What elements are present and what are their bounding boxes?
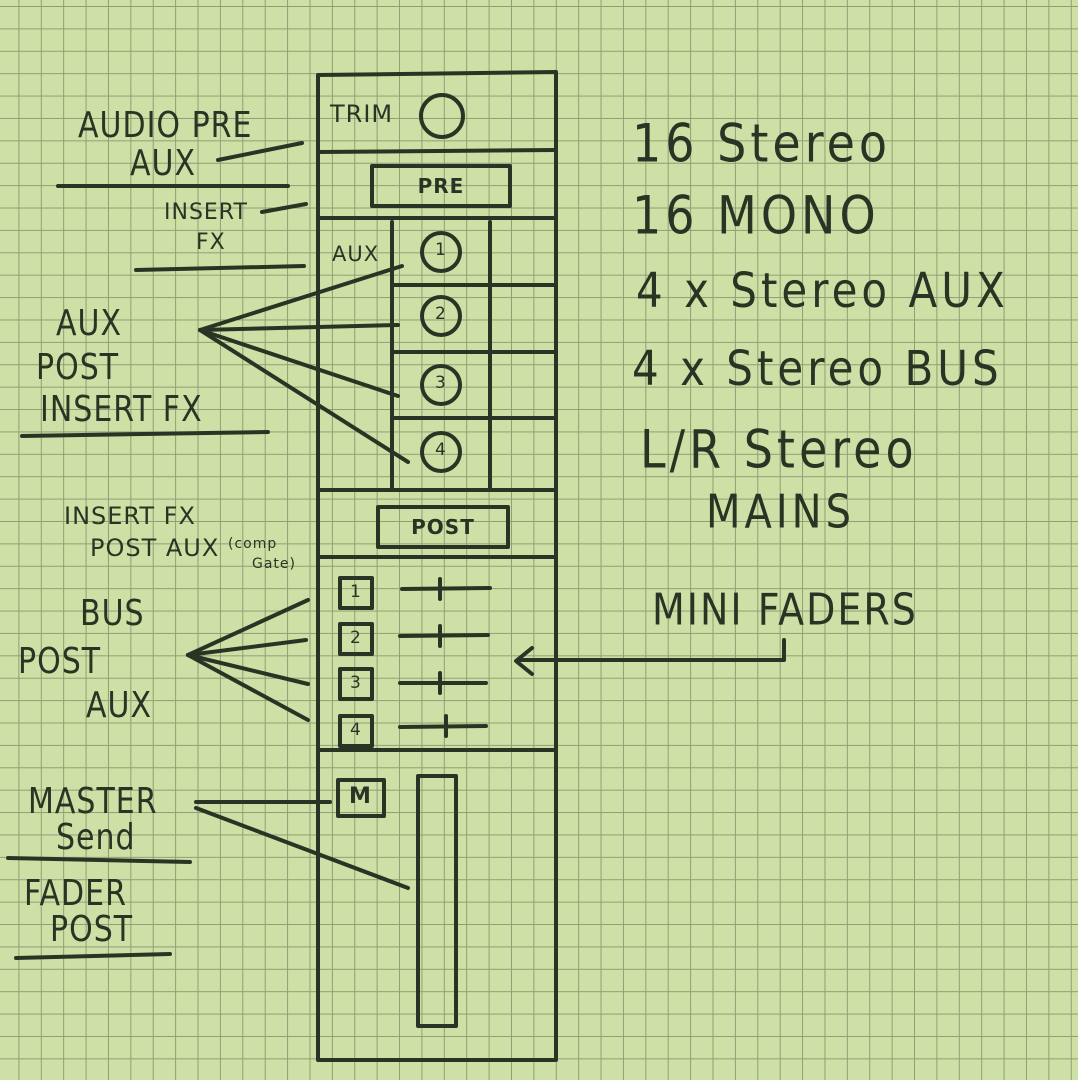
annotation-gate: Gate) [252,556,296,572]
annotation-send: Send [56,816,136,859]
spec-bus: 4 x Stereo BUS [632,340,1003,397]
mini-fader-1 [400,586,492,591]
annotation-audio-pre: AUDIO PRE [78,104,253,147]
divider-trim [316,148,558,154]
pre-button[interactable]: PRE [417,174,465,198]
master-button-outline [336,778,386,818]
annotation-aux: AUX [56,302,123,345]
annotation-post-aux: POST AUX [90,534,220,562]
post-button[interactable]: POST [411,515,475,539]
annotation-bus-aux: AUX [86,684,153,727]
spec-mains: MAINS [706,486,855,539]
spec-16-mono: 16 MONO [632,184,880,247]
pre-button-outline [370,164,512,208]
strip-outline [316,70,558,1062]
bus-button-3[interactable]: 3 [350,673,362,693]
annotation-post: POST [36,346,120,389]
spec-aux: 4 x Stereo AUX [636,262,1009,319]
annotation-fader: FADER [24,872,127,915]
bus-button-4-outline [338,714,374,748]
bus-button-2[interactable]: 2 [350,628,362,648]
bus-button-2-outline [338,622,374,656]
bus-button-3-outline [338,667,374,701]
aux-knob-3-label[interactable]: 3 [435,373,447,393]
bus-button-4[interactable]: 4 [350,720,362,740]
aux-knob-4-label[interactable]: 4 [435,440,447,460]
annotation-fader-post: POST [50,908,134,951]
trim-label: TRIM [330,100,394,128]
aux-knob-2-label[interactable]: 2 [435,304,447,324]
aux-knob-1-icon [420,231,462,273]
aux-knob-4-icon [420,431,462,473]
bus-button-1[interactable]: 1 [350,582,362,602]
trim-knob-icon [419,93,465,139]
bus-button-1-outline [338,576,374,610]
aux-label: AUX [332,242,380,266]
annotation-comp: (comp [228,536,278,552]
mini-fader-4 [398,724,488,729]
annotation-insert-fx: FX [196,230,226,255]
main-fader-slot [416,774,458,1028]
post-button-outline [376,505,510,549]
annotation-insert-fx-long: INSERT FX [40,388,203,431]
annotation-insert-fx-2: INSERT FX [64,502,196,530]
aux-knob-1-label[interactable]: 1 [435,240,447,260]
annotation-master: MASTER [28,780,158,823]
spec-16-stereo: 16 Stereo [632,112,892,175]
annotation-audio-pre-aux: AUX [130,142,197,185]
mini-fader-2 [398,633,490,638]
annotation-bus: BUS [80,592,145,635]
annotation-bus-post: POST [18,640,102,683]
annotation-insert: INSERT [164,200,248,225]
aux-knob-2-icon [420,295,462,337]
annotation-mini-faders: MINI FADERS [652,584,918,635]
master-button[interactable]: M [349,784,372,809]
aux-knob-3-icon [420,364,462,406]
spec-lr-stereo: L/R Stereo [640,418,918,481]
